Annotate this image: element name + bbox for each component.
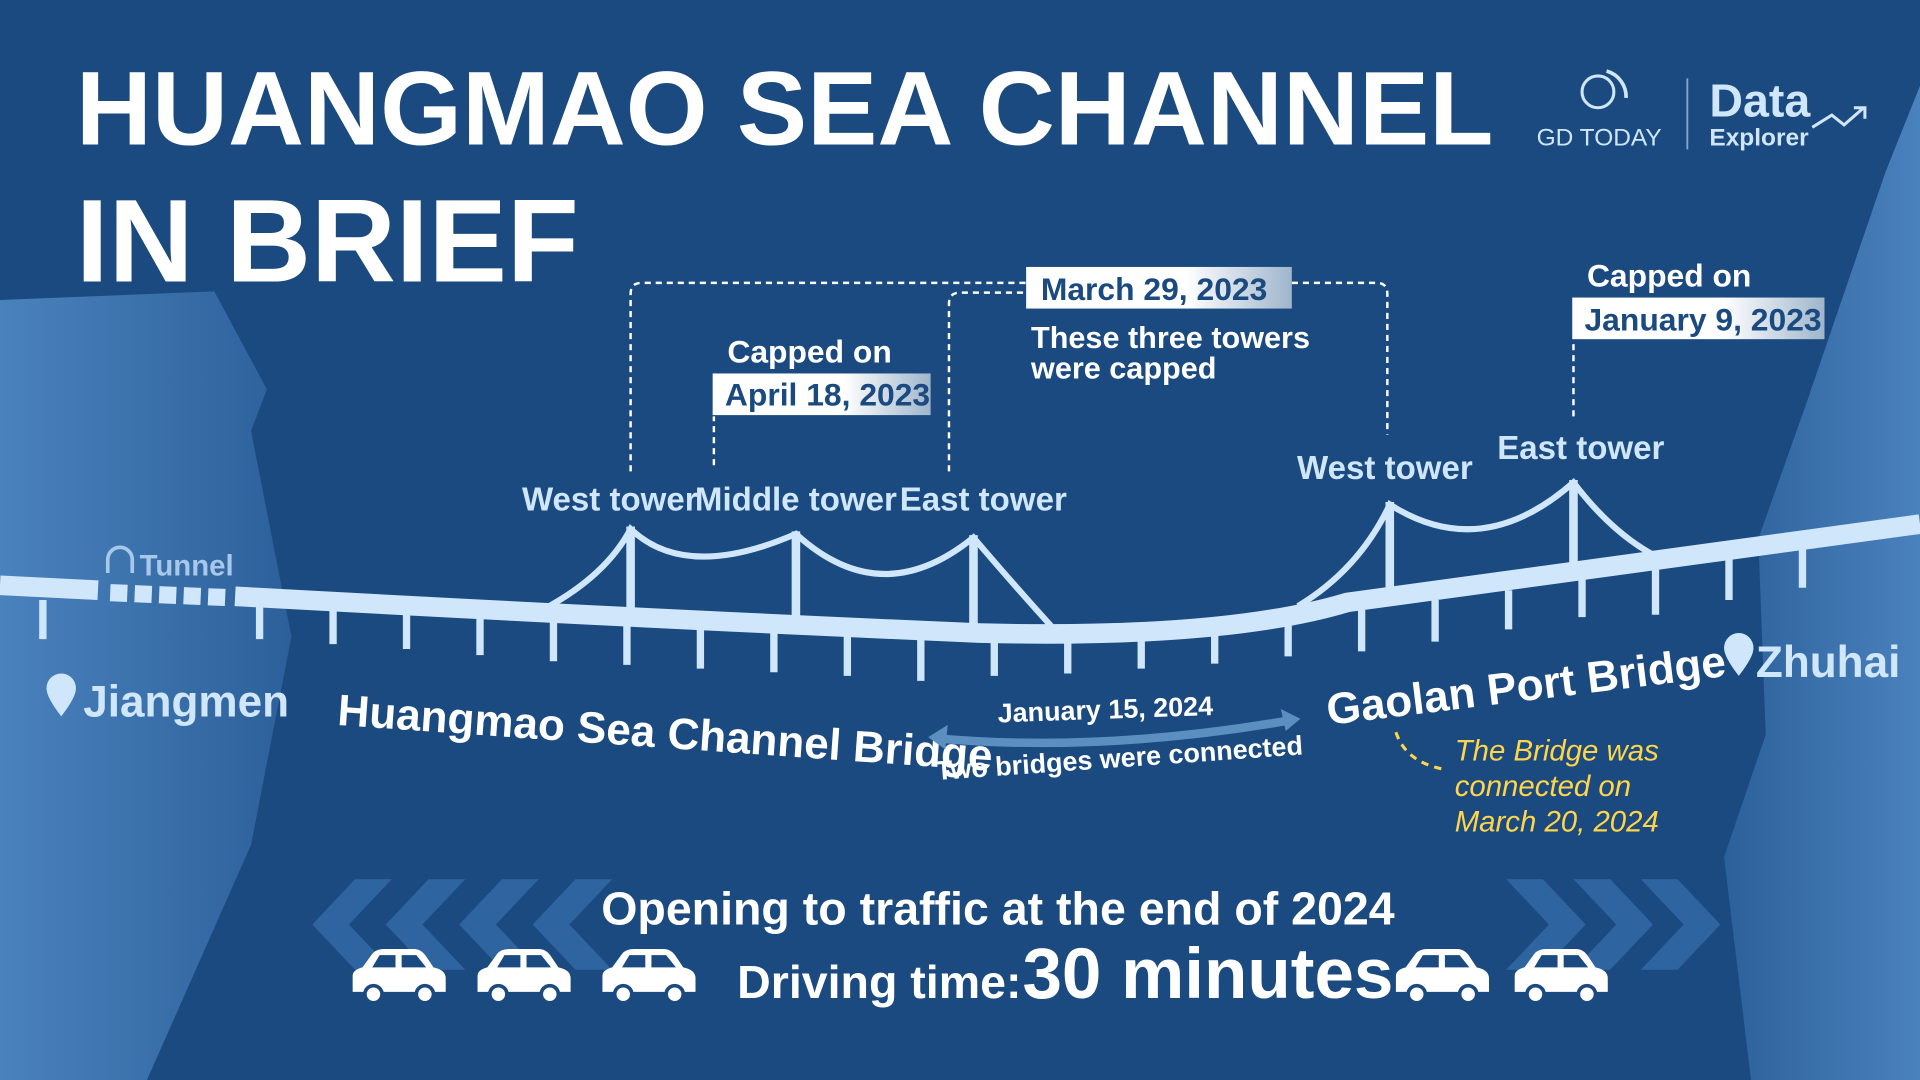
driving-value: 30 minutes [1022, 935, 1393, 1014]
title-line-2: IN BRIEF [76, 176, 579, 307]
tower-label-east-1: East tower [900, 482, 1067, 519]
connect-date: January 15, 2024 [997, 691, 1213, 729]
tower-label-west-2: West tower [1297, 450, 1473, 487]
march-date-box [1026, 266, 1292, 309]
april-date-box [712, 373, 931, 416]
january-label: Capped on [1587, 258, 1751, 294]
title-line-1: HUANGMAO SEA CHANNEL [76, 50, 1494, 167]
gaolan-note-3: March 20, 2024 [1455, 805, 1659, 838]
data-explorer-logo: Data Explorer [1709, 74, 1867, 152]
right-cliff [1724, 85, 1920, 1080]
gaolan-note-2: connected on [1455, 770, 1631, 803]
march-note-1: These three towers [1031, 321, 1310, 355]
car-icon [602, 948, 696, 1005]
driving-label: Driving time: [737, 956, 1021, 1008]
opening-text: Opening to traffic at the end of 2024 [601, 882, 1395, 934]
tunnel-segment [109, 584, 227, 607]
gd-today-text: GD TODAY [1537, 125, 1662, 152]
left-cliff [0, 291, 292, 1080]
callout-lines [629, 281, 1575, 472]
tunnel-icon [105, 545, 135, 574]
car-icon [352, 948, 446, 1005]
car-icon [1514, 948, 1608, 1005]
gd-logo-icon [1580, 74, 1616, 110]
data-text: Data [1709, 74, 1811, 126]
tower-label-east-2: East tower [1497, 430, 1664, 467]
april-label: Capped on [727, 333, 891, 369]
jiangmen-marker: Jiangmen [46, 673, 289, 726]
chevrons-left [312, 879, 613, 970]
cables [543, 477, 1667, 631]
location-pin-icon [46, 673, 76, 717]
tower-label-west-1: West tower [522, 482, 698, 519]
tunnel-label: Tunnel [140, 550, 234, 583]
bridge [0, 477, 1920, 681]
march-date: March 29, 2023 [1041, 271, 1267, 307]
bridge-piers [39, 546, 1807, 681]
location-pin-icon [1724, 633, 1754, 676]
january-date-box [1572, 297, 1825, 340]
january-date: January 9, 2023 [1584, 302, 1821, 338]
zhuhai-marker: Zhuhai [1724, 633, 1900, 687]
note-line [1394, 731, 1443, 771]
march-note-2: were capped [1030, 351, 1216, 385]
april-date: April 18, 2023 [725, 376, 930, 412]
double-arrow-icon [936, 715, 1293, 748]
tower-label-middle: Middle tower [695, 482, 897, 519]
zhuhai-label: Zhuhai [1756, 638, 1900, 687]
cars [352, 948, 1608, 1005]
jiangmen-label: Jiangmen [83, 677, 289, 726]
explorer-text: Explorer [1709, 125, 1809, 152]
chart-arrow-icon [1811, 106, 1867, 129]
gd-today-logo: GD TODAY [1537, 69, 1662, 152]
car-icon [1395, 948, 1489, 1005]
car-icon [477, 948, 571, 1005]
gaolan-note-1: The Bridge was [1455, 734, 1659, 767]
tunnel-marker: Tunnel [105, 545, 234, 583]
